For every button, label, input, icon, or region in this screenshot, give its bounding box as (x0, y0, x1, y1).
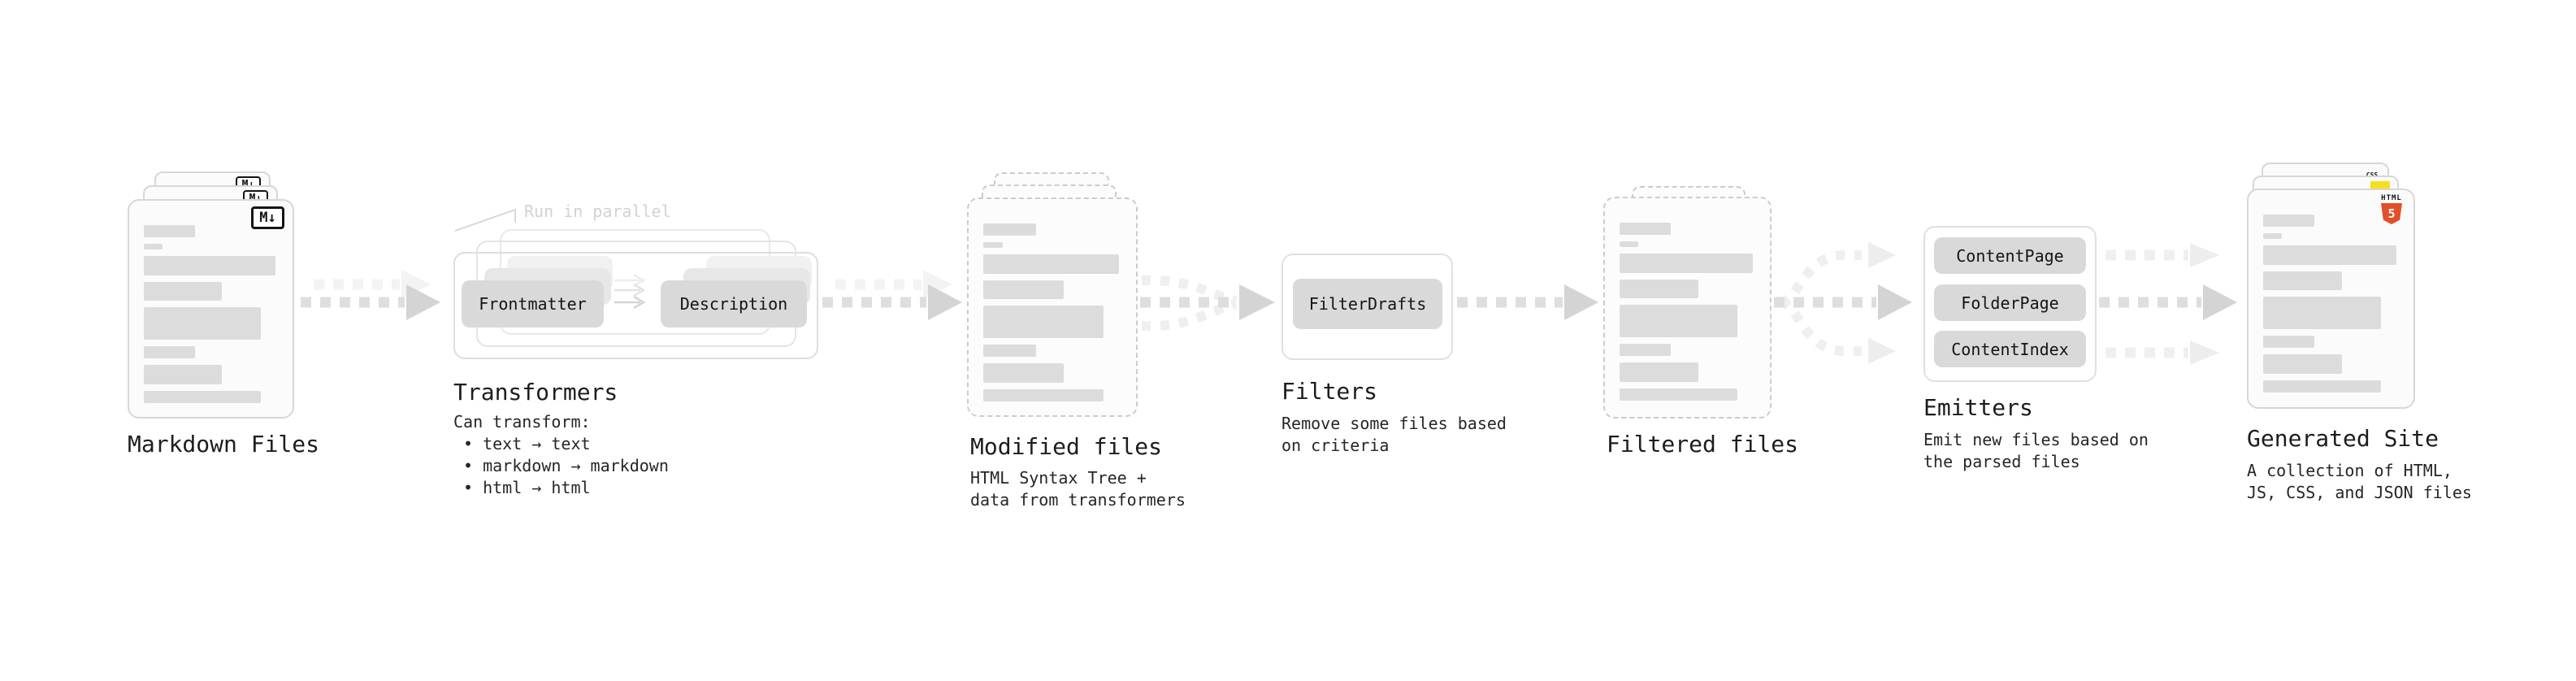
placeholder-bar (1620, 344, 1672, 356)
placeholder-bar (2263, 336, 2315, 348)
placeholder-bar (983, 242, 1003, 248)
emitters-desc-line: the parsed files (1923, 452, 2080, 471)
transformer-description-node: Description (661, 280, 807, 327)
placeholder-bar (144, 282, 222, 301)
stage-title-filtered-files: Filtered files (1607, 431, 1799, 458)
stage-transformers: Run in parallel Frontmatter Description … (453, 0, 835, 681)
html5-icon: HTML 5 (2379, 194, 2404, 224)
modified-file-card (967, 197, 1138, 417)
emitters-desc-line: Emit new files based on (1923, 430, 2149, 449)
stage-title-generated-site: Generated Site (2247, 425, 2439, 452)
placeholder-bar (983, 280, 1064, 299)
stage-desc-generated-site: A collection of HTML, JS, CSS, and JSON … (2247, 460, 2472, 504)
emitter-contentpage-node: ContentPage (1934, 237, 2086, 274)
css-icon-word: CSS (2366, 171, 2378, 179)
stage-filtered-files: Filtered files (1603, 0, 1815, 681)
placeholder-bar (983, 254, 1119, 274)
placeholder-bar (1620, 305, 1738, 337)
js-icon (2370, 181, 2390, 189)
flow-arrow-transformers-to-modified (822, 270, 962, 320)
file-content-bars (1620, 223, 1755, 407)
placeholder-bar (144, 307, 261, 340)
filters-box (1281, 254, 1453, 360)
transformer-frontmatter-node: Frontmatter (462, 280, 604, 327)
placeholder-bar (1620, 362, 1698, 382)
flow-arrow-filtered-to-emitters (1774, 242, 1912, 364)
modified-desc-line: data from transformers (970, 490, 1186, 510)
generated-desc-line: JS, CSS, and JSON files (2247, 483, 2472, 502)
placeholder-bar (1620, 280, 1698, 298)
placeholder-bar (144, 346, 195, 358)
flow-arrow-markdown-to-transformers (301, 270, 440, 320)
emitter-folderpage-node: FolderPage (1934, 284, 2086, 321)
transformers-bullet: markdown → markdown (453, 455, 669, 477)
stage-title-modified-files: Modified files (970, 433, 1163, 460)
filters-desc-line: on criteria (1281, 436, 1390, 455)
stage-markdown-files: M↓ M↓ M↓ Markdown Files (128, 0, 339, 681)
placeholder-bar (2263, 380, 2382, 393)
placeholder-bar (1620, 388, 1738, 401)
placeholder-bar (144, 391, 261, 403)
placeholder-bar (2263, 297, 2382, 329)
placeholder-bar (2263, 354, 2342, 374)
run-in-parallel-label: Run in parallel (524, 202, 671, 221)
flow-arrow-modified-to-filters (1140, 275, 1275, 332)
placeholder-bar (144, 244, 163, 249)
placeholder-bar (983, 363, 1064, 383)
stage-generated-site: CSS HTML 5 Generated Site A collection o… (2247, 0, 2474, 681)
stage-title-emitters: Emitters (1923, 394, 2033, 421)
transformers-bullet: html → html (453, 477, 669, 499)
placeholder-bar (983, 306, 1104, 338)
placeholder-bar (1620, 254, 1753, 273)
placeholder-bar (2263, 271, 2342, 290)
stage-modified-files: Modified files HTML Syntax Tree + data f… (967, 0, 1186, 681)
stage-desc-emitters: Emit new files based on the parsed files (1923, 429, 2149, 473)
transformers-bullet: text → text (453, 433, 669, 455)
file-content-bars (144, 225, 278, 410)
filtered-file-card (1603, 197, 1772, 419)
placeholder-bar (144, 365, 222, 384)
transform-sequence-arrows-icon (614, 273, 646, 310)
modified-desc-line: HTML Syntax Tree + (970, 468, 1147, 488)
file-content-bars (983, 223, 1121, 408)
flow-arrow-filters-to-filtered (1457, 284, 1598, 320)
html5-icon-word: HTML (2381, 194, 2402, 202)
markdown-file-card: M↓ (128, 199, 294, 419)
transformers-desc-line: Can transform: (453, 412, 591, 432)
transformer-run-box (453, 252, 818, 359)
flow-arrow-emitters-to-generated (2099, 243, 2237, 365)
placeholder-bar (983, 389, 1104, 401)
placeholder-bar (144, 225, 195, 237)
placeholder-bar (2263, 233, 2283, 239)
placeholder-bar (983, 223, 1036, 236)
placeholder-bar (144, 256, 275, 275)
placeholder-bar (983, 345, 1036, 357)
placeholder-bar (1620, 223, 1672, 235)
placeholder-bar (2263, 215, 2315, 227)
stage-desc-transformers: Can transform: text → text markdown → ma… (453, 411, 669, 499)
placeholder-bar (2263, 245, 2396, 265)
stage-filters: FilterDrafts Filters Remove some files b… (1281, 0, 1507, 681)
stage-title-filters: Filters (1281, 378, 1378, 405)
stage-title-transformers: Transformers (453, 379, 618, 406)
stage-title-markdown-files: Markdown Files (128, 431, 320, 458)
stage-desc-filters: Remove some files based on criteria (1281, 413, 1507, 457)
generated-desc-line: A collection of HTML, (2247, 461, 2452, 480)
placeholder-bar (1620, 241, 1639, 247)
emitters-box (1923, 226, 2097, 382)
stage-desc-modified-files: HTML Syntax Tree + data from transformer… (970, 467, 1186, 511)
note-leader-line (454, 208, 516, 232)
stage-emitters: ContentPage FolderPage ContentIndex Emit… (1923, 0, 2149, 681)
filters-desc-line: Remove some files based (1281, 414, 1507, 433)
file-content-bars (2263, 215, 2399, 399)
markdown-icon: M↓ (251, 206, 284, 229)
generated-html-file-card: HTML 5 (2247, 189, 2415, 409)
filter-filterdrafts-node: FilterDrafts (1293, 279, 1442, 329)
emitter-contentindex-node: ContentIndex (1934, 331, 2086, 367)
